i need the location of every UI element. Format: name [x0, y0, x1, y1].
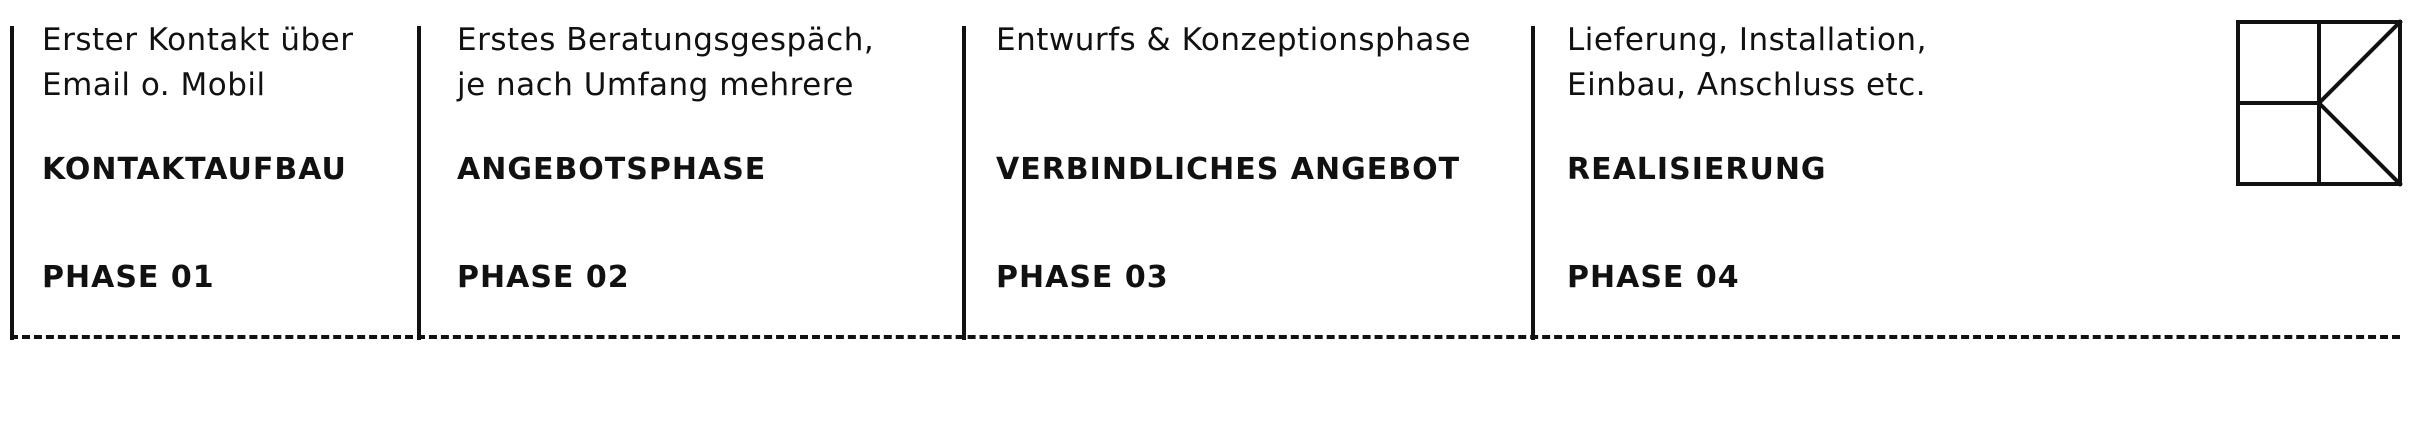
phase-description: Entwurfs & Konzeptionsphase: [996, 22, 1472, 58]
phase-description: Lieferung, Installation, Einbau, Anschlu…: [1567, 22, 1927, 103]
phase-title: KONTAKTAUFBAU: [42, 152, 347, 187]
phase-number: PHASE 02: [457, 260, 630, 295]
timeline-dashed-line: [10, 335, 2400, 339]
phase-number: PHASE 01: [42, 260, 215, 295]
phase-description: Erster Kontakt über Email o. Mobil: [42, 22, 354, 103]
phase-title: VERBINDLICHES ANGEBOT: [996, 152, 1461, 187]
phase-number: PHASE 03: [996, 260, 1169, 295]
k-monogram-icon: [2236, 19, 2403, 187]
phase-number: PHASE 04: [1567, 260, 1740, 295]
phase-divider: [1531, 26, 1535, 340]
phase-title: REALISIERUNG: [1567, 152, 1827, 187]
phase-divider: [10, 26, 14, 340]
phase-description: Erstes Beratungsgespäch, je nach Umfang …: [457, 22, 875, 103]
phase-divider: [962, 26, 966, 340]
phase-title: ANGEBOTSPHASE: [457, 152, 767, 187]
phase-divider: [417, 26, 421, 340]
